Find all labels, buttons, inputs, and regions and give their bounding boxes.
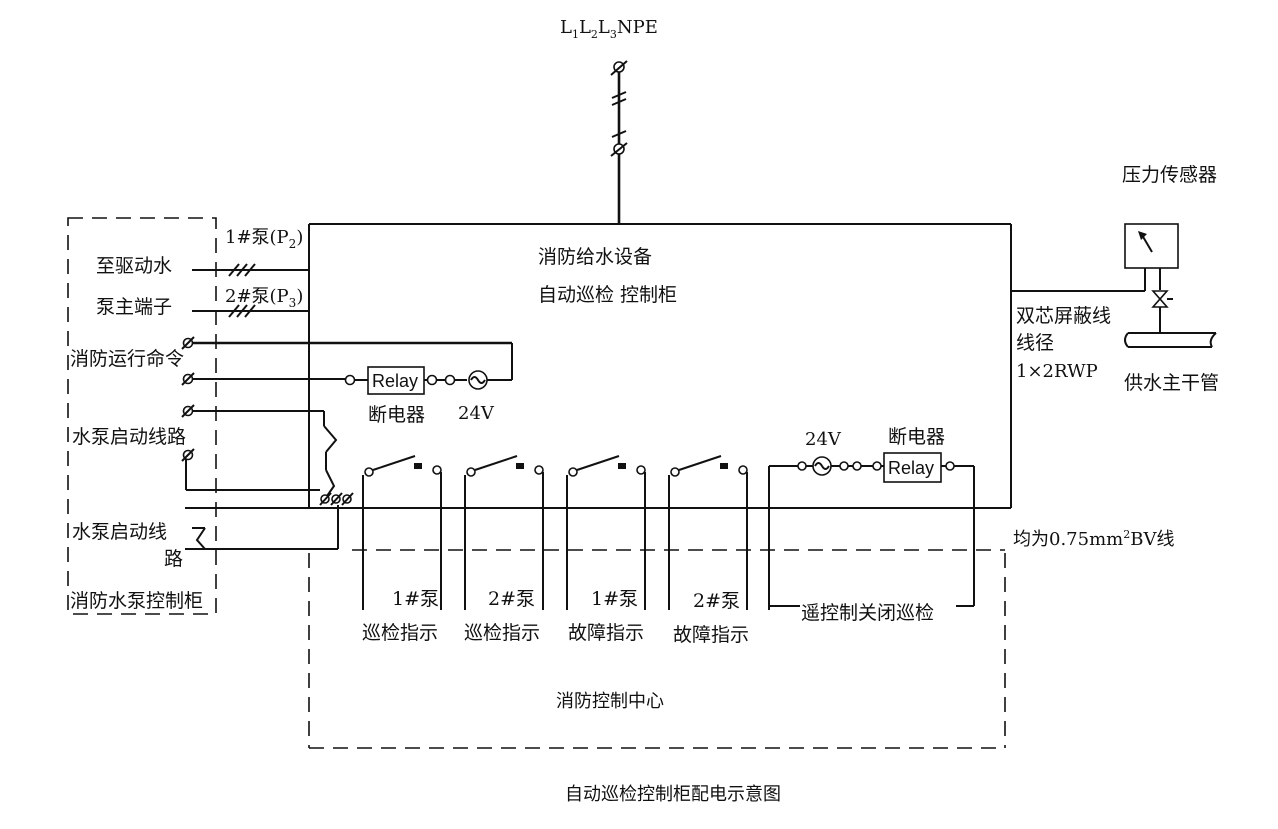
control-center-outline: [308, 549, 1006, 749]
indicator-4-line2: 故障指示: [673, 624, 749, 646]
pressure-sensor-label: 压力传感器: [1122, 164, 1217, 186]
cabinet-title-line1: 消防给水设备: [538, 246, 652, 268]
relay-left: Relay: [344, 366, 512, 395]
start-terminals: [319, 492, 354, 506]
cable-spec-line2: 线径: [1016, 332, 1054, 354]
diagram-caption: 自动巡检控制柜配电示意图: [565, 784, 781, 805]
drive-pump-label-line2: 泵主端子: [96, 296, 172, 318]
run-command-label: 消防运行命令: [70, 348, 184, 370]
pump1-cable: [192, 263, 309, 277]
main-supply-pipe: [1124, 332, 1217, 348]
supply-label: L1L2L3NPE: [560, 17, 658, 41]
start-circuit2-label-line2: 路: [164, 548, 183, 570]
indicator-1-line1: 1#泵: [392, 588, 439, 610]
pump2-label: 2#泵(P3): [225, 286, 303, 310]
supply-cable: [610, 60, 628, 224]
start-circuit-label: 水泵启动线路: [72, 426, 186, 448]
start-circuit2-label-line1: 水泵启动线: [72, 521, 167, 543]
relay-right: Relay: [768, 452, 975, 610]
main-pipe-label: 供水主干管: [1124, 372, 1219, 394]
indicator-switch-2: [464, 455, 544, 610]
cable-spec-line3: 1×2RWP: [1016, 361, 1098, 382]
svg-text:Relay: Relay: [888, 458, 934, 478]
auto-inspection-cabinet: [185, 223, 1012, 509]
indicator-2-line1: 2#泵: [488, 588, 535, 610]
run-command-wiring: [181, 336, 513, 386]
relay-left-voltage-label: 24V: [458, 403, 495, 424]
indicator-1-line2: 巡检指示: [362, 622, 438, 644]
pump2-cable: [192, 304, 309, 318]
wiring-note: 均为0.75mm2BV线: [1013, 528, 1174, 550]
control-center-label: 消防控制中心: [556, 691, 664, 712]
indicator-switch-4: [668, 455, 748, 610]
indicator-3-line1: 1#泵: [591, 588, 638, 610]
cabinet-title-line2: 自动巡检 控制柜: [538, 284, 677, 306]
fire-pump-panel-outline: [67, 217, 217, 615]
indicator-4-line1: 2#泵: [693, 590, 740, 612]
start-circuit-wiring: [181, 404, 338, 497]
pump1-label: 1#泵(P2): [225, 227, 303, 251]
indicator-3-line2: 故障指示: [568, 622, 644, 644]
drive-pump-label-line1: 至驱动水: [96, 255, 172, 277]
indicator-2-line2: 巡检指示: [464, 622, 540, 644]
start-circuit2-wiring: [185, 505, 339, 550]
pressure-sensor: [1011, 223, 1179, 333]
indicator-switch-3: [566, 455, 646, 610]
indicator-switch-1: [362, 455, 442, 610]
relay-left-breaker-label: 断电器: [368, 404, 425, 426]
remote-close-label: 遥控制关闭巡检: [801, 602, 934, 624]
relay-right-breaker-label: 断电器: [888, 426, 945, 448]
cable-spec-line1: 双芯屏蔽线: [1016, 305, 1111, 327]
relay-right-voltage-label: 24V: [805, 429, 842, 450]
svg-text:Relay: Relay: [372, 371, 418, 391]
fire-pump-panel-label: 消防水泵控制柜: [70, 590, 203, 612]
